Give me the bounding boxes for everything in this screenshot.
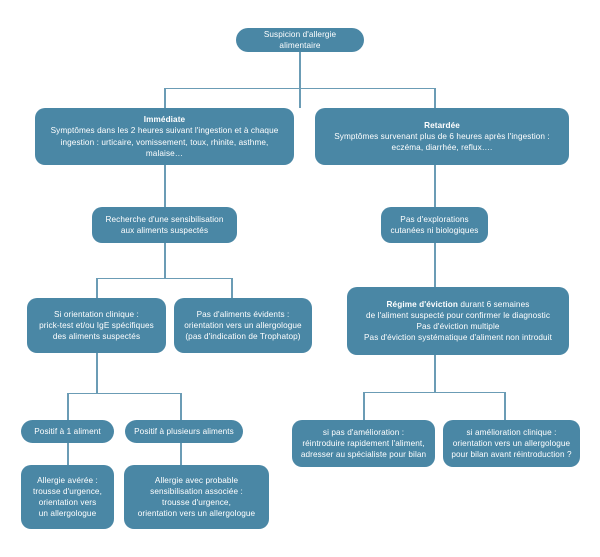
node-retardee[interactable]: Retardée Symptômes survenant plus de 6 h… [315,108,569,165]
connector-level4-horizontal-left [68,393,181,395]
node-immediate[interactable]: Immédiate Symptômes dans les 2 heures su… [35,108,294,165]
node-allergie-probable[interactable]: Allergie avec probable sensibilisation a… [124,465,269,529]
node-pas-amelioration[interactable]: si pas d'amélioration : réintroduire rap… [292,420,435,467]
connector-to-pas-aliments [231,278,233,298]
node-pas-amelioration-label: si pas d'amélioration : réintroduire rap… [300,427,427,460]
node-regime-eviction-title: Régime d'éviction [386,299,458,309]
node-allergie-averee[interactable]: Allergie avérée : trousse d'urgence, ori… [21,465,114,529]
connector-to-immediate [164,88,166,108]
node-root-label: Suspicion d'allergie alimentaire [263,29,337,50]
node-immediate-body: Symptômes dans les 2 heures suivant l'in… [50,126,279,158]
connector-positif-1-down [67,443,69,465]
connector-to-orientation-clinique [96,278,98,298]
node-pas-aliments-label: Pas d'aliments évidents : orientation ve… [184,309,302,342]
connector-pas-explorations-down [434,243,436,287]
node-retardee-body: Symptômes survenant plus de 6 heures apr… [334,131,550,153]
node-root[interactable]: Suspicion d'allergie alimentaire [236,28,364,52]
connector-recherche-down [164,243,166,279]
connector-to-amelioration [504,392,506,420]
connector-level1-horizontal [165,88,435,90]
node-regime-eviction-body: durant 6 semaines de l'aliment suspecté … [364,299,552,343]
node-retardee-title: Retardée [424,120,460,130]
connector-level4-horizontal-right [364,392,505,394]
node-positif-1-aliment[interactable]: Positif à 1 aliment [21,420,114,443]
connector-to-retardee [434,88,436,108]
connector-retardee-down [434,165,436,207]
node-pas-explorations[interactable]: Pas d'explorations cutanées ni biologiqu… [381,207,488,243]
connector-orientation-clinique-down [96,353,98,394]
node-allergie-averee-label: Allergie avérée : trousse d'urgence, ori… [33,475,102,519]
connector-level3-horizontal [97,278,232,280]
connector-to-pas-amelioration [363,392,365,420]
node-immediate-title: Immédiate [143,115,186,125]
connector-positif-plusieurs-down [180,443,182,465]
node-positif-1-label: Positif à 1 aliment [34,426,101,436]
connector-immediate-down [164,165,166,207]
node-pas-explorations-label: Pas d'explorations cutanées ni biologiqu… [390,214,479,235]
node-pas-aliments-evidents[interactable]: Pas d'aliments évidents : orientation ve… [174,298,312,353]
node-amelioration-clinique[interactable]: si amélioration clinique : orientation v… [443,420,580,467]
node-amelioration-label: si amélioration clinique : orientation v… [451,427,572,460]
node-allergie-probable-label: Allergie avec probable sensibilisation a… [137,475,256,519]
node-recherche-label: Recherche d'une sensibilisation aux alim… [105,214,224,235]
node-orientation-clinique[interactable]: Si orientation clinique : prick-test et/… [27,298,166,353]
node-positif-plusieurs-label: Positif à plusieurs aliments [134,426,234,436]
connector-to-positif-1 [67,393,69,420]
node-regime-eviction[interactable]: Régime d'éviction durant 6 semaines de l… [347,287,569,355]
connector-to-positif-plusieurs [180,393,182,420]
node-regime-eviction-text: Régime d'éviction durant 6 semaines de l… [355,299,561,343]
connector-root-down [299,52,301,108]
node-positif-plusieurs-aliments[interactable]: Positif à plusieurs aliments [125,420,243,443]
node-orientation-clinique-label: Si orientation clinique : prick-test et/… [39,309,154,342]
connector-regime-down [434,355,436,393]
node-recherche-sensibilisation[interactable]: Recherche d'une sensibilisation aux alim… [92,207,237,243]
